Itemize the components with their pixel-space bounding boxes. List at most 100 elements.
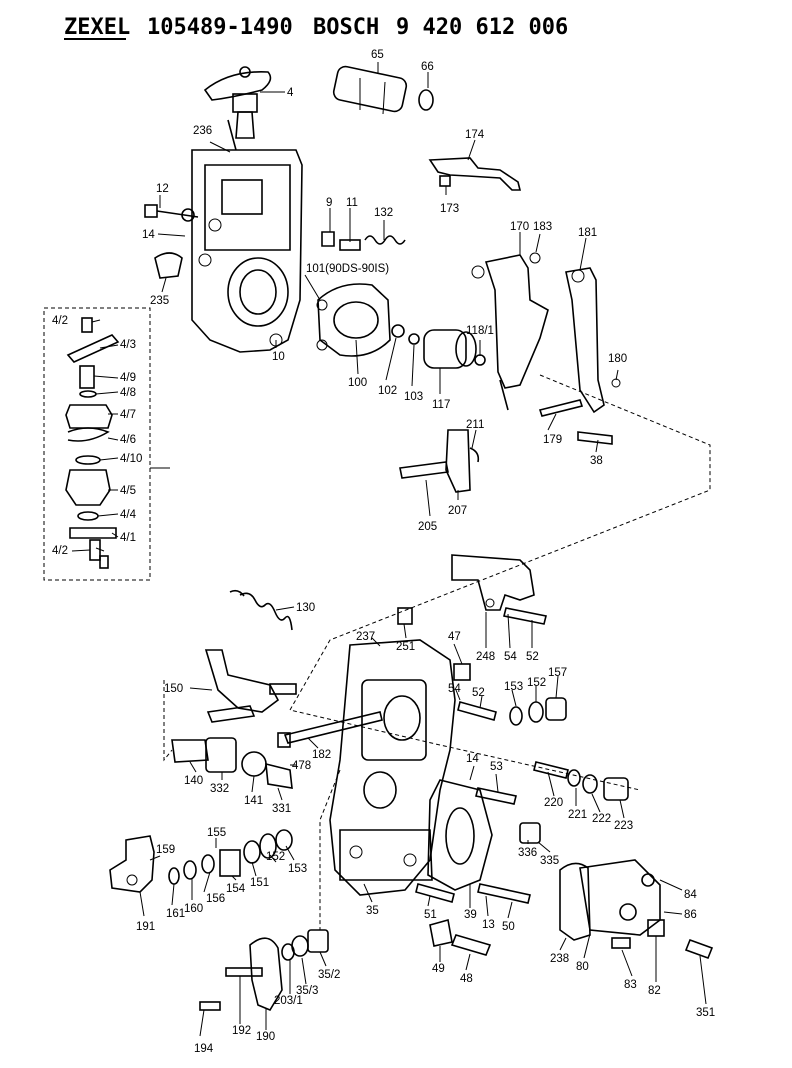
callout-label: 38 — [590, 455, 603, 467]
callout-label: 130 — [296, 602, 315, 614]
callout-label: 161 — [166, 908, 185, 920]
lever-part-181 — [538, 267, 621, 445]
callout-label: 86 — [684, 909, 697, 921]
knob-part-235 — [154, 252, 183, 279]
callout-label: 150 — [164, 683, 183, 695]
callout-label: 331 — [272, 803, 291, 815]
callout-label: 132 — [374, 207, 393, 219]
callout-label: 49 — [432, 963, 445, 975]
callout-label: 151 — [250, 877, 269, 889]
callout-label: 50 — [502, 921, 515, 933]
callout-label: 223 — [614, 820, 633, 832]
callout-label: 182 — [312, 749, 331, 761]
callout-label: 248 — [476, 651, 495, 663]
callout-label: 183 — [533, 221, 552, 233]
header-bosch-label: BOSCH — [313, 15, 379, 40]
bolt-part-53 — [475, 787, 517, 805]
callout-label: 51 — [424, 909, 437, 921]
callout-label: 153 — [288, 863, 307, 875]
callout-label: 220 — [544, 797, 563, 809]
callout-label: 4/2 — [52, 315, 68, 327]
spring-part-130 — [229, 589, 293, 631]
callout-label: 237 — [356, 631, 375, 643]
callout-label: 103 — [404, 391, 423, 403]
callout-label: 65 — [371, 49, 384, 61]
callout-label: 4/8 — [120, 387, 136, 399]
screw-parts-35 — [281, 929, 329, 961]
callout-label: 47 — [448, 631, 461, 643]
callout-label: 4/1 — [120, 532, 136, 544]
callout-label: 52 — [472, 687, 485, 699]
callout-label: 48 — [460, 973, 473, 985]
screw-parts-220 — [533, 761, 629, 801]
bracket-part-248 — [451, 554, 535, 611]
link-parts-205 — [399, 429, 480, 493]
callout-label: 4/7 — [120, 409, 136, 421]
callout-label: 174 — [465, 129, 485, 141]
assembly-line-lower — [319, 769, 341, 930]
assembly-line-left — [163, 680, 173, 762]
callout-label: 222 — [592, 813, 611, 825]
callout-label: 152 — [527, 677, 546, 689]
callout-label: 211 — [466, 419, 484, 431]
callout-label: 35 — [366, 905, 379, 917]
bolt-part-50 — [477, 883, 531, 904]
callout-label: 35/2 — [318, 969, 340, 981]
callout-label: 191 — [136, 921, 155, 933]
callout-label: 351 — [696, 1007, 715, 1019]
callout-label: 192 — [232, 1025, 251, 1037]
callout-label: 52 — [526, 651, 539, 663]
callout-label: 336 — [518, 847, 537, 859]
bolt-part-251 — [397, 607, 413, 625]
callout-label: 4/5 — [120, 485, 136, 497]
callout-label: 236 — [193, 125, 212, 137]
callout-label: 4/9 — [120, 372, 136, 384]
callout-label: 54 — [504, 651, 517, 663]
callout-label: 152 — [266, 851, 285, 863]
callout-label: 66 — [421, 61, 434, 73]
washer-part-103 — [408, 333, 420, 345]
callout-label: 35/3 — [296, 985, 318, 997]
bolt-part-51 — [415, 883, 455, 903]
callout-label: 9 — [326, 197, 332, 209]
plug-parts-157 — [509, 697, 567, 726]
callout-label: 190 — [256, 1031, 275, 1043]
callout-label: 4/3 — [120, 339, 136, 351]
bolt-part-52a — [457, 701, 497, 721]
nut-part-335 — [519, 822, 541, 844]
callout-label: 140 — [184, 775, 203, 787]
line-art — [43, 62, 714, 1037]
callout-label: 207 — [448, 505, 467, 517]
bracket-part-174 — [428, 157, 522, 191]
detail-box — [43, 307, 151, 581]
shaft-part-65 — [332, 65, 434, 115]
bolt-part-52b — [503, 607, 547, 625]
callout-label: 101(90DS-90IS) — [306, 263, 389, 275]
callout-label: 11 — [346, 197, 358, 209]
callout-label: 117 — [432, 399, 450, 411]
callout-label: 39 — [464, 909, 477, 921]
bolt-parts-48 — [429, 918, 492, 956]
callout-label: 157 — [548, 667, 567, 679]
lever-part-190 — [199, 937, 283, 1012]
leader-lines — [71, 62, 707, 1037]
callout-label: 159 — [156, 844, 175, 856]
detail-parts-4 — [65, 317, 120, 569]
callout-label: 180 — [608, 353, 627, 365]
callout-label: 82 — [648, 985, 661, 997]
callout-label: 203/1 — [274, 995, 303, 1007]
callout-label: 235 — [150, 295, 169, 307]
callout-label: 251 — [396, 641, 415, 653]
callout-label: 478 — [292, 760, 311, 772]
callout-label: 332 — [210, 783, 229, 795]
callout-label: 153 — [504, 681, 523, 693]
callout-label: 4/4 — [120, 509, 137, 521]
callout-label: 84 — [684, 889, 697, 901]
callout-label: 83 — [624, 979, 637, 991]
assembly-part-80 — [559, 859, 665, 949]
callout-label: 14 — [142, 229, 155, 241]
callout-label: 221 — [568, 809, 587, 821]
callout-label: 4/2 — [52, 545, 68, 557]
upper-housing-part — [191, 119, 303, 353]
callout-label: 102 — [378, 385, 397, 397]
